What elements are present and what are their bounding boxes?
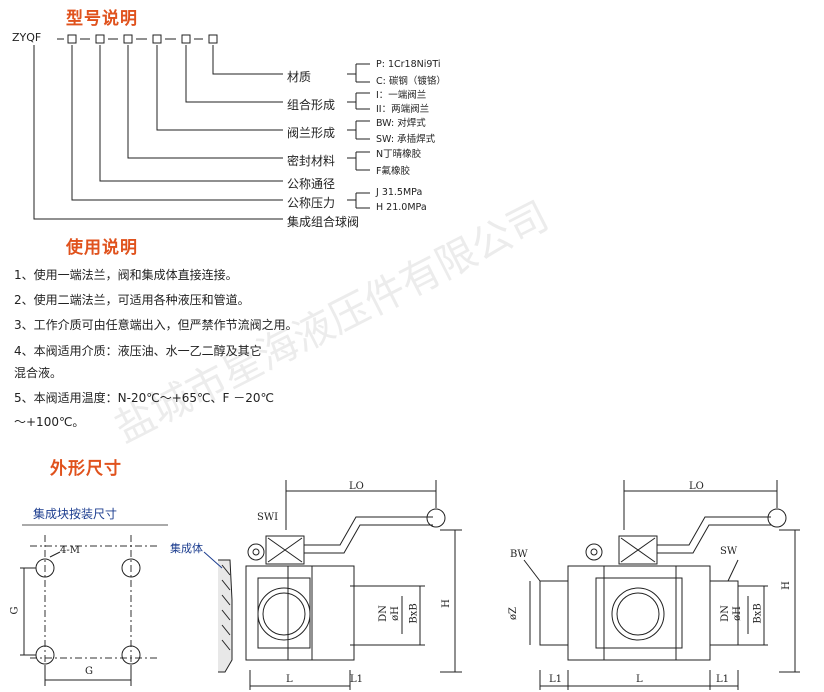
- model-row-label: 集成组合球阀: [287, 215, 360, 229]
- model-row-label: 密封材料: [287, 154, 336, 168]
- label-l1-3: L1: [716, 674, 730, 685]
- label-bw: BW: [510, 549, 528, 560]
- model-row-label: 公称压力: [287, 196, 336, 210]
- usage-line: 5、本阀适用温度：N-20℃～+65℃、F －20℃: [14, 391, 274, 405]
- model-option: N丁晴橡胶: [376, 149, 422, 160]
- usage-line: 1、使用一端法兰，阀和集成体直接连接。: [14, 268, 238, 282]
- label-l-1: L: [286, 674, 293, 685]
- dims-section-title: 外形尺寸: [50, 459, 122, 479]
- model-option: P: 1Cr18Ni9Ti: [376, 59, 441, 70]
- model-option: C: 碳钢（镀铬）: [376, 76, 446, 87]
- label-junction-body: 集成体: [170, 542, 203, 555]
- model-option: I：一端阀兰: [376, 90, 427, 101]
- usage-section-title: 使用说明: [66, 238, 138, 258]
- model-option: J 31.5MPa: [376, 187, 423, 198]
- label-4m: 4-M: [60, 545, 80, 556]
- model-row-label: 阀兰形成: [287, 126, 336, 140]
- model-option: BW: 对焊式: [376, 118, 426, 129]
- model-row-label: 组合形成: [287, 98, 336, 112]
- label-sw: SW: [720, 546, 738, 557]
- label-lo-2: LO: [689, 481, 704, 492]
- label-lo-1: LO: [349, 481, 364, 492]
- label-l1-2: L1: [549, 674, 563, 685]
- label-phih-2: øH: [731, 606, 743, 621]
- mount-title: 集成块按装尺寸: [33, 507, 118, 521]
- model-row-label: 公称通径: [287, 177, 336, 191]
- label-h-1: H: [440, 599, 452, 608]
- label-phih-1: øH: [389, 606, 401, 621]
- model-option: F氟橡胶: [376, 166, 410, 177]
- label-g-side: G: [9, 606, 21, 615]
- label-dn-2: DN: [719, 605, 731, 622]
- model-section-title: 型号说明: [66, 9, 138, 29]
- model-row-label: 材质: [287, 70, 312, 84]
- usage-line: 2、使用二端法兰，可适用各种液压和管道。: [14, 293, 250, 307]
- model-option: II：两端阀兰: [376, 104, 430, 115]
- usage-line: 4、本阀适用介质：液压油、水一乙二醇及其它: [14, 344, 262, 358]
- label-l-2: L: [636, 674, 643, 685]
- model-option: SW: 承插焊式: [376, 134, 436, 145]
- model-code: ZYQF: [12, 31, 42, 44]
- usage-line: 混合液。: [14, 366, 63, 380]
- usage-line: 3、工作介质可由任意端出入，但严禁作节流阀之用。: [14, 318, 298, 332]
- label-bxb-1: BxB: [408, 603, 420, 624]
- label-g-bottom: G: [85, 666, 93, 677]
- label-l1-1: L1: [350, 674, 364, 685]
- label-swi: SWI: [257, 512, 279, 523]
- model-option: H 21.0MPa: [376, 202, 427, 213]
- label-phiz: øZ: [507, 607, 519, 620]
- usage-line: ～+100℃。: [14, 415, 85, 429]
- label-bxb-2: BxB: [752, 603, 764, 624]
- label-dn-1: DN: [377, 605, 389, 622]
- label-h-2: H: [780, 581, 792, 590]
